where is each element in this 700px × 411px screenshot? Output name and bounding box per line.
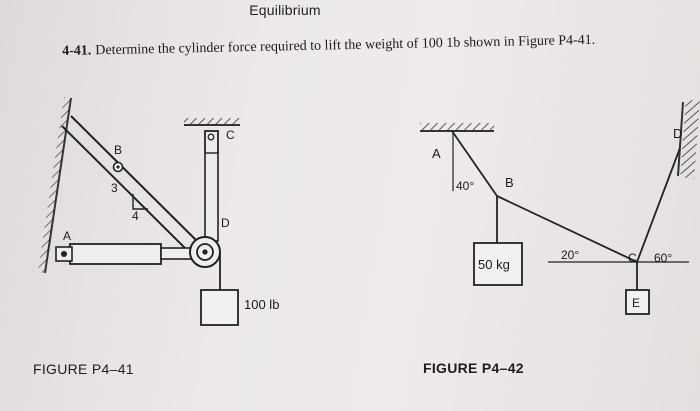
label-mass: 50 kg [478,257,510,272]
right-wall-d [677,99,700,179]
label-angle-60: 60° [654,251,672,265]
chapter-title: Equilibrium [249,2,321,18]
chapter-header: Equilibrium [0,2,700,18]
figure-p4-41-caption: FIGURE P4–41 [33,361,134,377]
label-e-fig2: E [632,296,640,310]
box-e [625,289,650,315]
label-c-fig2: C [628,251,637,265]
label-a-fig2: A [432,146,441,161]
hydraulic-cylinder [55,243,206,265]
link-bd [61,115,204,258]
label-a-fig1: A [63,229,71,243]
pulley-d [189,236,221,268]
vertical-rod [204,130,219,242]
ceiling-a [420,123,494,132]
label-weight: 100 lb [244,297,279,312]
label-b-fig2: B [505,175,514,190]
label-d-fig1: D [221,216,230,230]
angle-reference-lines [452,131,689,263]
top-ceiling [184,118,240,126]
cable-system [451,130,681,290]
label-c-fig1: C [226,128,235,142]
label-side-4: 4 [132,209,139,223]
figure-p4-42-caption: FIGURE P4–42 [423,360,524,376]
label-b-fig1: B [114,143,122,157]
pivot-b [112,161,124,173]
label-side-3: 3 [111,181,118,195]
label-angle-40: 40° [456,179,474,193]
label-angle-20: 20° [561,248,579,262]
weight-block [200,289,239,326]
mass-box [473,242,523,286]
figure-p4-42: A B C D E 50 kg 40° 20° 60° [420,99,700,315]
left-wall [38,97,72,274]
slope-triangle [132,194,148,210]
figure-p4-41: A B C D 3 4 100 lb [38,97,279,326]
label-d-fig2: D [673,126,682,141]
